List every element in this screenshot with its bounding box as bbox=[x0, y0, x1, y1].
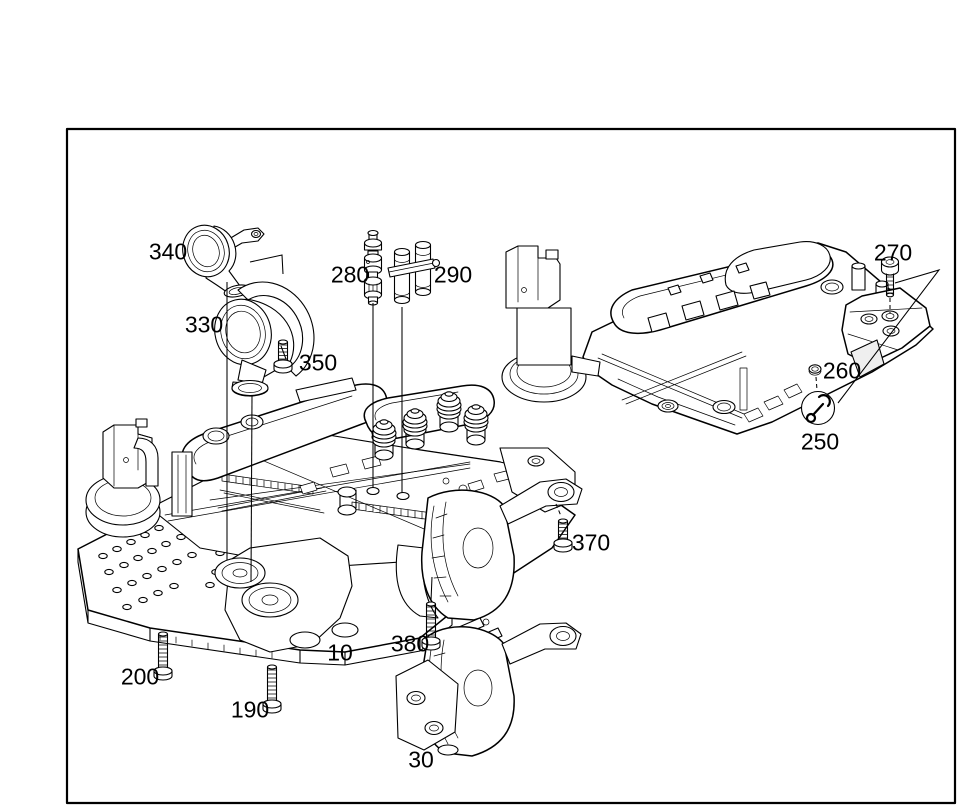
leader-line-340-330-link bbox=[249, 254, 284, 275]
callout-label-250[interactable]: 250 bbox=[800, 428, 840, 455]
callout-label-30[interactable]: 30 bbox=[408, 746, 434, 773]
callout-label-190[interactable]: 190 bbox=[230, 696, 270, 723]
part-280-tube-drawing bbox=[363, 229, 383, 306]
wrench-icon bbox=[805, 394, 831, 424]
module-30-drawing bbox=[395, 617, 582, 757]
callout-label-340[interactable]: 340 bbox=[148, 238, 188, 265]
part-290-tubes-drawing bbox=[387, 240, 441, 305]
main-control-unit-drawing bbox=[77, 377, 583, 666]
leader-line-370 bbox=[555, 503, 562, 517]
attached-module-drawing bbox=[395, 478, 583, 621]
flat-valve-body-drawing bbox=[501, 241, 934, 435]
callout-label-10[interactable]: 10 bbox=[327, 639, 353, 666]
corner-bracket-drawing bbox=[841, 287, 931, 378]
leader-line-330 bbox=[250, 395, 253, 583]
leader-line-250-region bbox=[837, 269, 941, 404]
service-kit-symbol bbox=[800, 390, 836, 426]
diagram-frame bbox=[65, 127, 957, 805]
left-solenoid-drawing bbox=[85, 418, 193, 538]
bore-housing-drawing bbox=[214, 537, 359, 653]
callout-label-270[interactable]: 270 bbox=[873, 239, 913, 266]
callout-label-280[interactable]: 280 bbox=[330, 261, 370, 288]
part-260-nut-drawing bbox=[808, 364, 822, 376]
flat-unit-solenoid-drawing bbox=[501, 245, 601, 403]
callout-label-200[interactable]: 200 bbox=[120, 663, 160, 690]
callout-label-330[interactable]: 330 bbox=[184, 311, 224, 338]
leader-line-260 bbox=[815, 376, 818, 391]
leader-line-380 bbox=[430, 576, 433, 602]
callout-label-380[interactable]: 380 bbox=[390, 630, 430, 657]
callout-label-370[interactable]: 370 bbox=[571, 529, 611, 556]
callout-label-260[interactable]: 260 bbox=[822, 357, 862, 384]
callout-label-350[interactable]: 350 bbox=[298, 349, 338, 376]
part-330-pipe-drawing bbox=[214, 281, 315, 397]
callout-label-290[interactable]: 290 bbox=[433, 261, 473, 288]
screw-270-drawing bbox=[880, 256, 900, 298]
leader-line-350 bbox=[280, 345, 287, 360]
